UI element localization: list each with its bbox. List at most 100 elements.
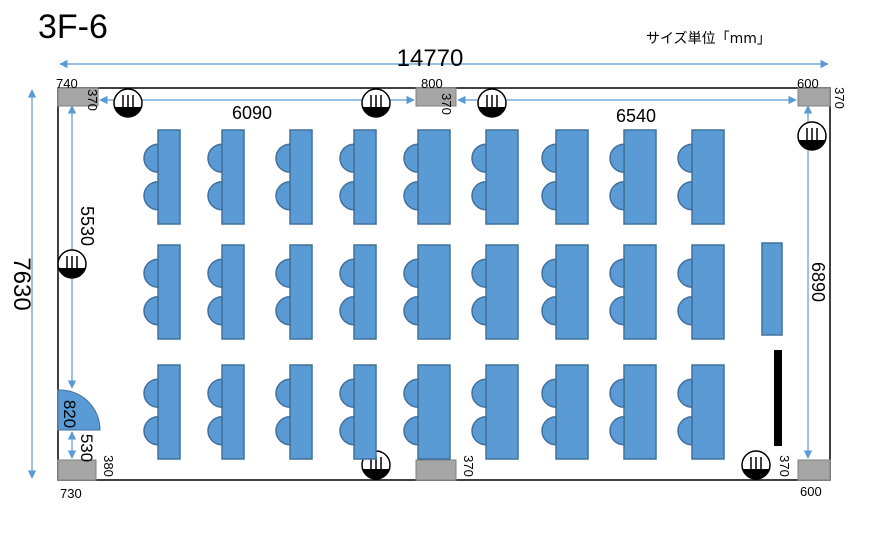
desk — [289, 244, 313, 340]
seat — [207, 378, 223, 408]
seat — [275, 181, 291, 211]
column-top-right — [797, 87, 831, 107]
outlet-icon — [741, 450, 771, 481]
desk — [623, 129, 657, 225]
dim-right-span: 6540 — [616, 106, 656, 126]
seat — [339, 181, 355, 211]
seat — [207, 181, 223, 211]
desk — [221, 244, 245, 340]
desk — [485, 129, 519, 225]
column-top-mid — [415, 87, 457, 107]
seat — [609, 258, 625, 288]
col-top-left-w: 740 — [56, 76, 78, 91]
seating-area — [143, 129, 783, 460]
seat — [609, 181, 625, 211]
desk — [221, 129, 245, 225]
desk — [157, 129, 181, 225]
seat — [677, 181, 693, 211]
outlet-icon — [477, 88, 507, 119]
seat — [207, 416, 223, 446]
seat — [275, 378, 291, 408]
room-title: 3F-6 — [38, 8, 108, 46]
desk — [623, 244, 657, 340]
seat — [541, 258, 557, 288]
dim-left-inner-height: 5530 — [77, 206, 97, 246]
seat — [339, 378, 355, 408]
seat — [275, 258, 291, 288]
seat — [339, 416, 355, 446]
seat — [471, 143, 487, 173]
seat — [339, 143, 355, 173]
desk — [353, 244, 377, 340]
desk — [353, 129, 377, 225]
seat — [339, 296, 355, 326]
seat — [143, 143, 159, 173]
column-bottom-left — [57, 459, 97, 481]
desk — [353, 364, 377, 460]
desk — [289, 129, 313, 225]
desk — [157, 244, 181, 340]
seat — [541, 296, 557, 326]
col-top-mid-d: 370 — [439, 93, 454, 115]
desk — [289, 364, 313, 460]
desk — [691, 244, 725, 340]
col-bottom-right-d: 370 — [777, 455, 792, 477]
seat — [275, 416, 291, 446]
desk — [555, 244, 589, 340]
dim-total-width: 14770 — [397, 45, 464, 72]
seat — [403, 181, 419, 211]
seat — [403, 143, 419, 173]
seat — [207, 296, 223, 326]
desk-extra — [761, 242, 783, 336]
seat — [677, 258, 693, 288]
dim-right-inner-height: 6890 — [808, 262, 828, 302]
seat — [541, 416, 557, 446]
dim-door-width: 820 — [60, 400, 79, 428]
seat — [143, 296, 159, 326]
desk — [417, 364, 451, 460]
seat — [275, 296, 291, 326]
seat — [609, 296, 625, 326]
seat — [403, 296, 419, 326]
desk — [691, 129, 725, 225]
seat — [471, 296, 487, 326]
col-top-mid-w: 800 — [421, 76, 443, 91]
col-bottom-left-d: 380 — [101, 455, 116, 477]
seat — [143, 378, 159, 408]
col-bottom-mid-d: 370 — [461, 455, 476, 477]
col-top-left-d: 370 — [85, 89, 100, 111]
desk — [221, 364, 245, 460]
seat — [609, 378, 625, 408]
seat — [677, 296, 693, 326]
seat — [207, 143, 223, 173]
desk — [485, 244, 519, 340]
seat — [471, 181, 487, 211]
seat — [403, 378, 419, 408]
dim-door-offset: 530 — [77, 434, 96, 462]
seat — [403, 258, 419, 288]
desk — [157, 364, 181, 460]
seat — [471, 258, 487, 288]
dim-total-height: 7630 — [8, 257, 35, 310]
col-top-right-d: 370 — [832, 87, 847, 109]
seat — [275, 143, 291, 173]
seat — [143, 181, 159, 211]
seat — [609, 416, 625, 446]
unit-note: サイズ単位「mm」 — [646, 31, 771, 47]
outlet-icon — [57, 249, 87, 280]
seat — [609, 143, 625, 173]
seat — [471, 416, 487, 446]
seat — [471, 378, 487, 408]
desk — [417, 244, 451, 340]
seat — [541, 143, 557, 173]
column-bottom-mid — [415, 459, 457, 481]
whiteboard — [774, 350, 782, 446]
seat — [143, 416, 159, 446]
desk — [623, 364, 657, 460]
outlet-icon — [113, 88, 143, 119]
dim-left-span: 6090 — [232, 103, 272, 123]
seat — [677, 143, 693, 173]
desk — [417, 129, 451, 225]
seat — [677, 416, 693, 446]
